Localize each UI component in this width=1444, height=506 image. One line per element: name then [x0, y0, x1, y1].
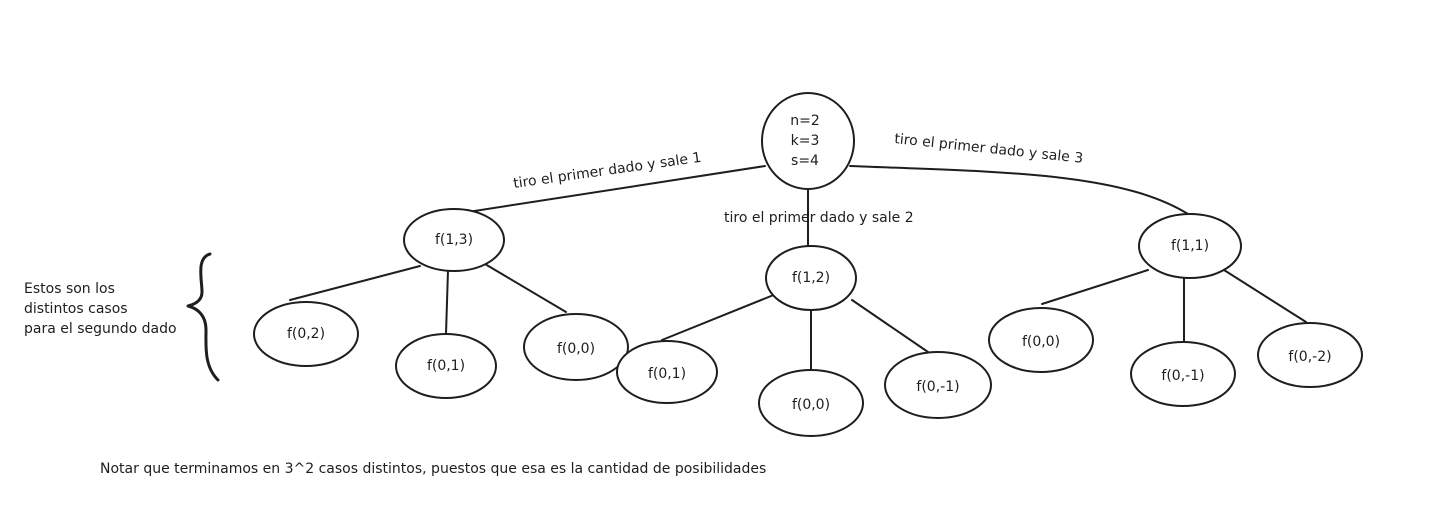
node-a1-label: f(0,2) — [287, 326, 325, 342]
node-a: f(1,3) — [403, 208, 505, 272]
node-b1-label: f(0,1) — [648, 366, 686, 382]
node-a2: f(0,1) — [395, 333, 497, 399]
node-b3-label: f(0,-1) — [916, 379, 959, 395]
side-note-line-3: para el segundo dado — [24, 321, 177, 337]
node-a3: f(0,0) — [523, 313, 629, 381]
node-a1-shape — [253, 301, 359, 367]
node-c2-label: f(0,-1) — [1161, 368, 1204, 384]
edge-label-a: tiro el primer dado y sale 1 — [512, 150, 702, 192]
node-a3-shape — [523, 313, 629, 381]
root-line-n: n=2 — [790, 113, 820, 129]
edge-b-b3 — [851, 299, 929, 353]
curly-brace — [186, 252, 220, 382]
node-a-shape — [403, 208, 505, 272]
node-b-shape — [765, 245, 857, 311]
node-a2-shape — [395, 333, 497, 399]
edge-c-c3 — [1223, 269, 1307, 323]
node-b-label: f(1,2) — [792, 270, 830, 286]
edge-root-c — [849, 165, 1189, 215]
node-b2-label: f(0,0) — [792, 397, 830, 413]
node-c1: f(0,0) — [988, 307, 1094, 373]
node-b2-shape — [758, 369, 864, 437]
footer-note: Notar que terminamos en 3^2 casos distin… — [100, 461, 766, 477]
node-b1-shape — [616, 340, 718, 404]
node-c3: f(0,-2) — [1257, 322, 1363, 388]
side-note-line-1: Estos son los — [24, 281, 115, 297]
node-b3-shape — [884, 351, 992, 419]
node-a2-label: f(0,1) — [427, 358, 465, 374]
side-note-line-2: distintos casos — [24, 301, 128, 317]
node-c3-shape — [1257, 322, 1363, 388]
root-node-shape — [761, 92, 855, 190]
edge-root-a — [454, 165, 766, 215]
edge-b-b1 — [661, 293, 777, 341]
node-a1: f(0,2) — [253, 301, 359, 367]
node-c1-label: f(0,0) — [1022, 334, 1060, 350]
edge-c-c1 — [1041, 269, 1149, 305]
node-b3: f(0,-1) — [884, 351, 992, 419]
node-b1: f(0,1) — [616, 340, 718, 404]
node-c1-shape — [988, 307, 1094, 373]
edge-label-b: tiro el primer dado y sale 2 — [724, 210, 914, 226]
edge-a-a3 — [484, 263, 567, 313]
node-c2-shape — [1130, 341, 1236, 407]
root-line-k: k=3 — [791, 133, 820, 149]
side-note: Estos son los distintos casos para el se… — [24, 281, 177, 337]
edge-a-a1 — [289, 265, 421, 301]
node-b: f(1,2) — [765, 245, 857, 311]
edge-a-a2 — [445, 269, 449, 335]
node-b2: f(0,0) — [758, 369, 864, 437]
tree-edges — [289, 165, 1307, 371]
edge-label-c: tiro el primer dado y sale 3 — [894, 131, 1084, 167]
node-a3-label: f(0,0) — [557, 341, 595, 357]
node-c2: f(0,-1) — [1130, 341, 1236, 407]
root-node: n=2 k=3 s=4 — [761, 92, 855, 190]
node-a-label: f(1,3) — [435, 232, 473, 248]
node-c: f(1,1) — [1138, 213, 1242, 279]
node-c3-label: f(0,-2) — [1288, 349, 1331, 365]
root-line-s: s=4 — [791, 153, 819, 169]
node-c-shape — [1138, 213, 1242, 279]
node-c-label: f(1,1) — [1171, 238, 1209, 254]
